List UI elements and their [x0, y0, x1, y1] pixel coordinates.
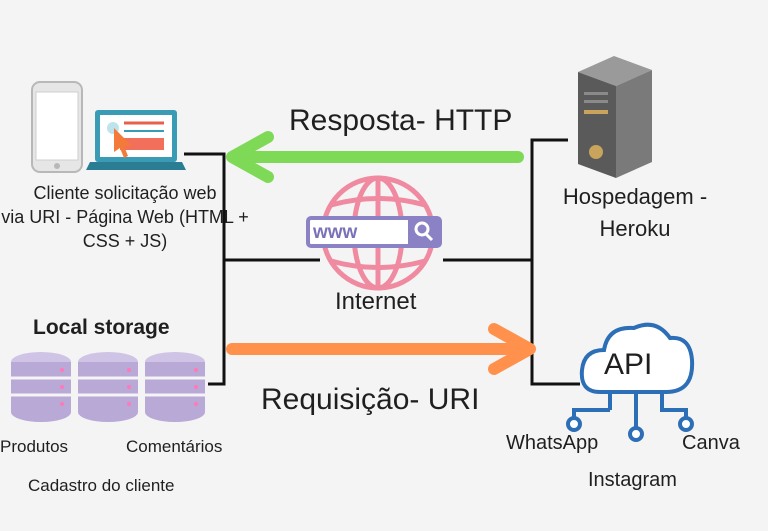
hosting-label-2: Heroku — [599, 216, 671, 241]
client-label-3: CSS + JS) — [82, 231, 168, 251]
client-label-1: Cliente solicitação web — [33, 183, 217, 203]
response-arrow — [226, 131, 524, 183]
db-cadastro-label: Cadastro do cliente — [28, 476, 175, 495]
www-search-bar — [306, 216, 442, 248]
server-icon — [578, 56, 652, 178]
database-icon — [11, 352, 71, 422]
smartphone-icon — [31, 81, 83, 173]
connector-lines — [184, 138, 580, 386]
local-storage-label: Local storage — [33, 316, 170, 339]
hosting-label-1: Hospedagem - — [562, 184, 708, 209]
instagram-label: Instagram — [588, 469, 677, 491]
whatsapp-label: WhatsApp — [506, 432, 599, 454]
client-label-2: via URI - Página Web (HTML + — [1, 207, 249, 227]
request-label: Requisição- URI — [261, 383, 480, 416]
api-label: API — [604, 348, 653, 381]
laptop-icon — [86, 110, 186, 170]
database-icon — [78, 352, 138, 422]
canva-label: Canva — [682, 432, 740, 454]
request-arrow — [226, 323, 536, 375]
response-label: Resposta- HTTP — [289, 104, 513, 137]
cloud-api-icon — [566, 322, 695, 442]
www-label: www — [313, 222, 358, 243]
db-comentarios-label: Comentários — [126, 437, 223, 456]
db-produtos-label: Produtos — [0, 437, 69, 456]
internet-label: Internet — [335, 288, 417, 315]
database-icon — [145, 352, 205, 422]
